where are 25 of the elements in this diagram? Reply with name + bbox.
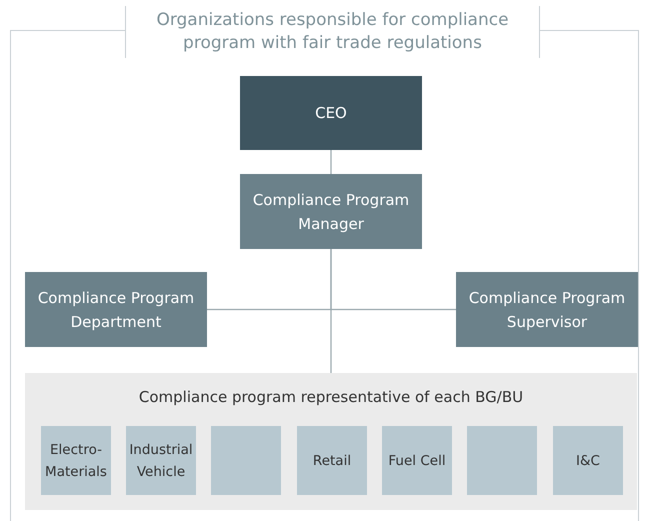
box-label: Industrial Vehicle bbox=[128, 440, 194, 482]
box-label: Compliance Program Supervisor bbox=[468, 288, 626, 332]
box-label: CEO bbox=[315, 103, 347, 124]
org-box bbox=[240, 76, 422, 150]
org-box bbox=[126, 426, 196, 495]
connector-line bbox=[330, 249, 332, 373]
org-box bbox=[41, 426, 111, 495]
org-box bbox=[467, 426, 537, 495]
org-box bbox=[25, 272, 207, 347]
diagram-title: Organizations responsible for compliance program with fair trade regulations bbox=[125, 6, 540, 58]
org-box bbox=[456, 272, 638, 347]
group-panel bbox=[25, 373, 637, 510]
org-box bbox=[553, 426, 623, 495]
org-box bbox=[240, 174, 422, 249]
box-label: Compliance Program Manager bbox=[252, 190, 410, 234]
box-label: Electro-Materials bbox=[44, 440, 108, 482]
box-label: I&C bbox=[576, 452, 600, 470]
box-label: Compliance Program Department bbox=[36, 288, 196, 332]
org-box bbox=[211, 426, 281, 495]
org-box bbox=[382, 426, 452, 495]
connector-line bbox=[330, 150, 332, 174]
box-label: Fuel Cell bbox=[388, 452, 446, 470]
group-heading: Compliance program representative of each BG/BU bbox=[138, 387, 524, 408]
org-box bbox=[297, 426, 367, 495]
box-label: Retail bbox=[312, 452, 352, 470]
